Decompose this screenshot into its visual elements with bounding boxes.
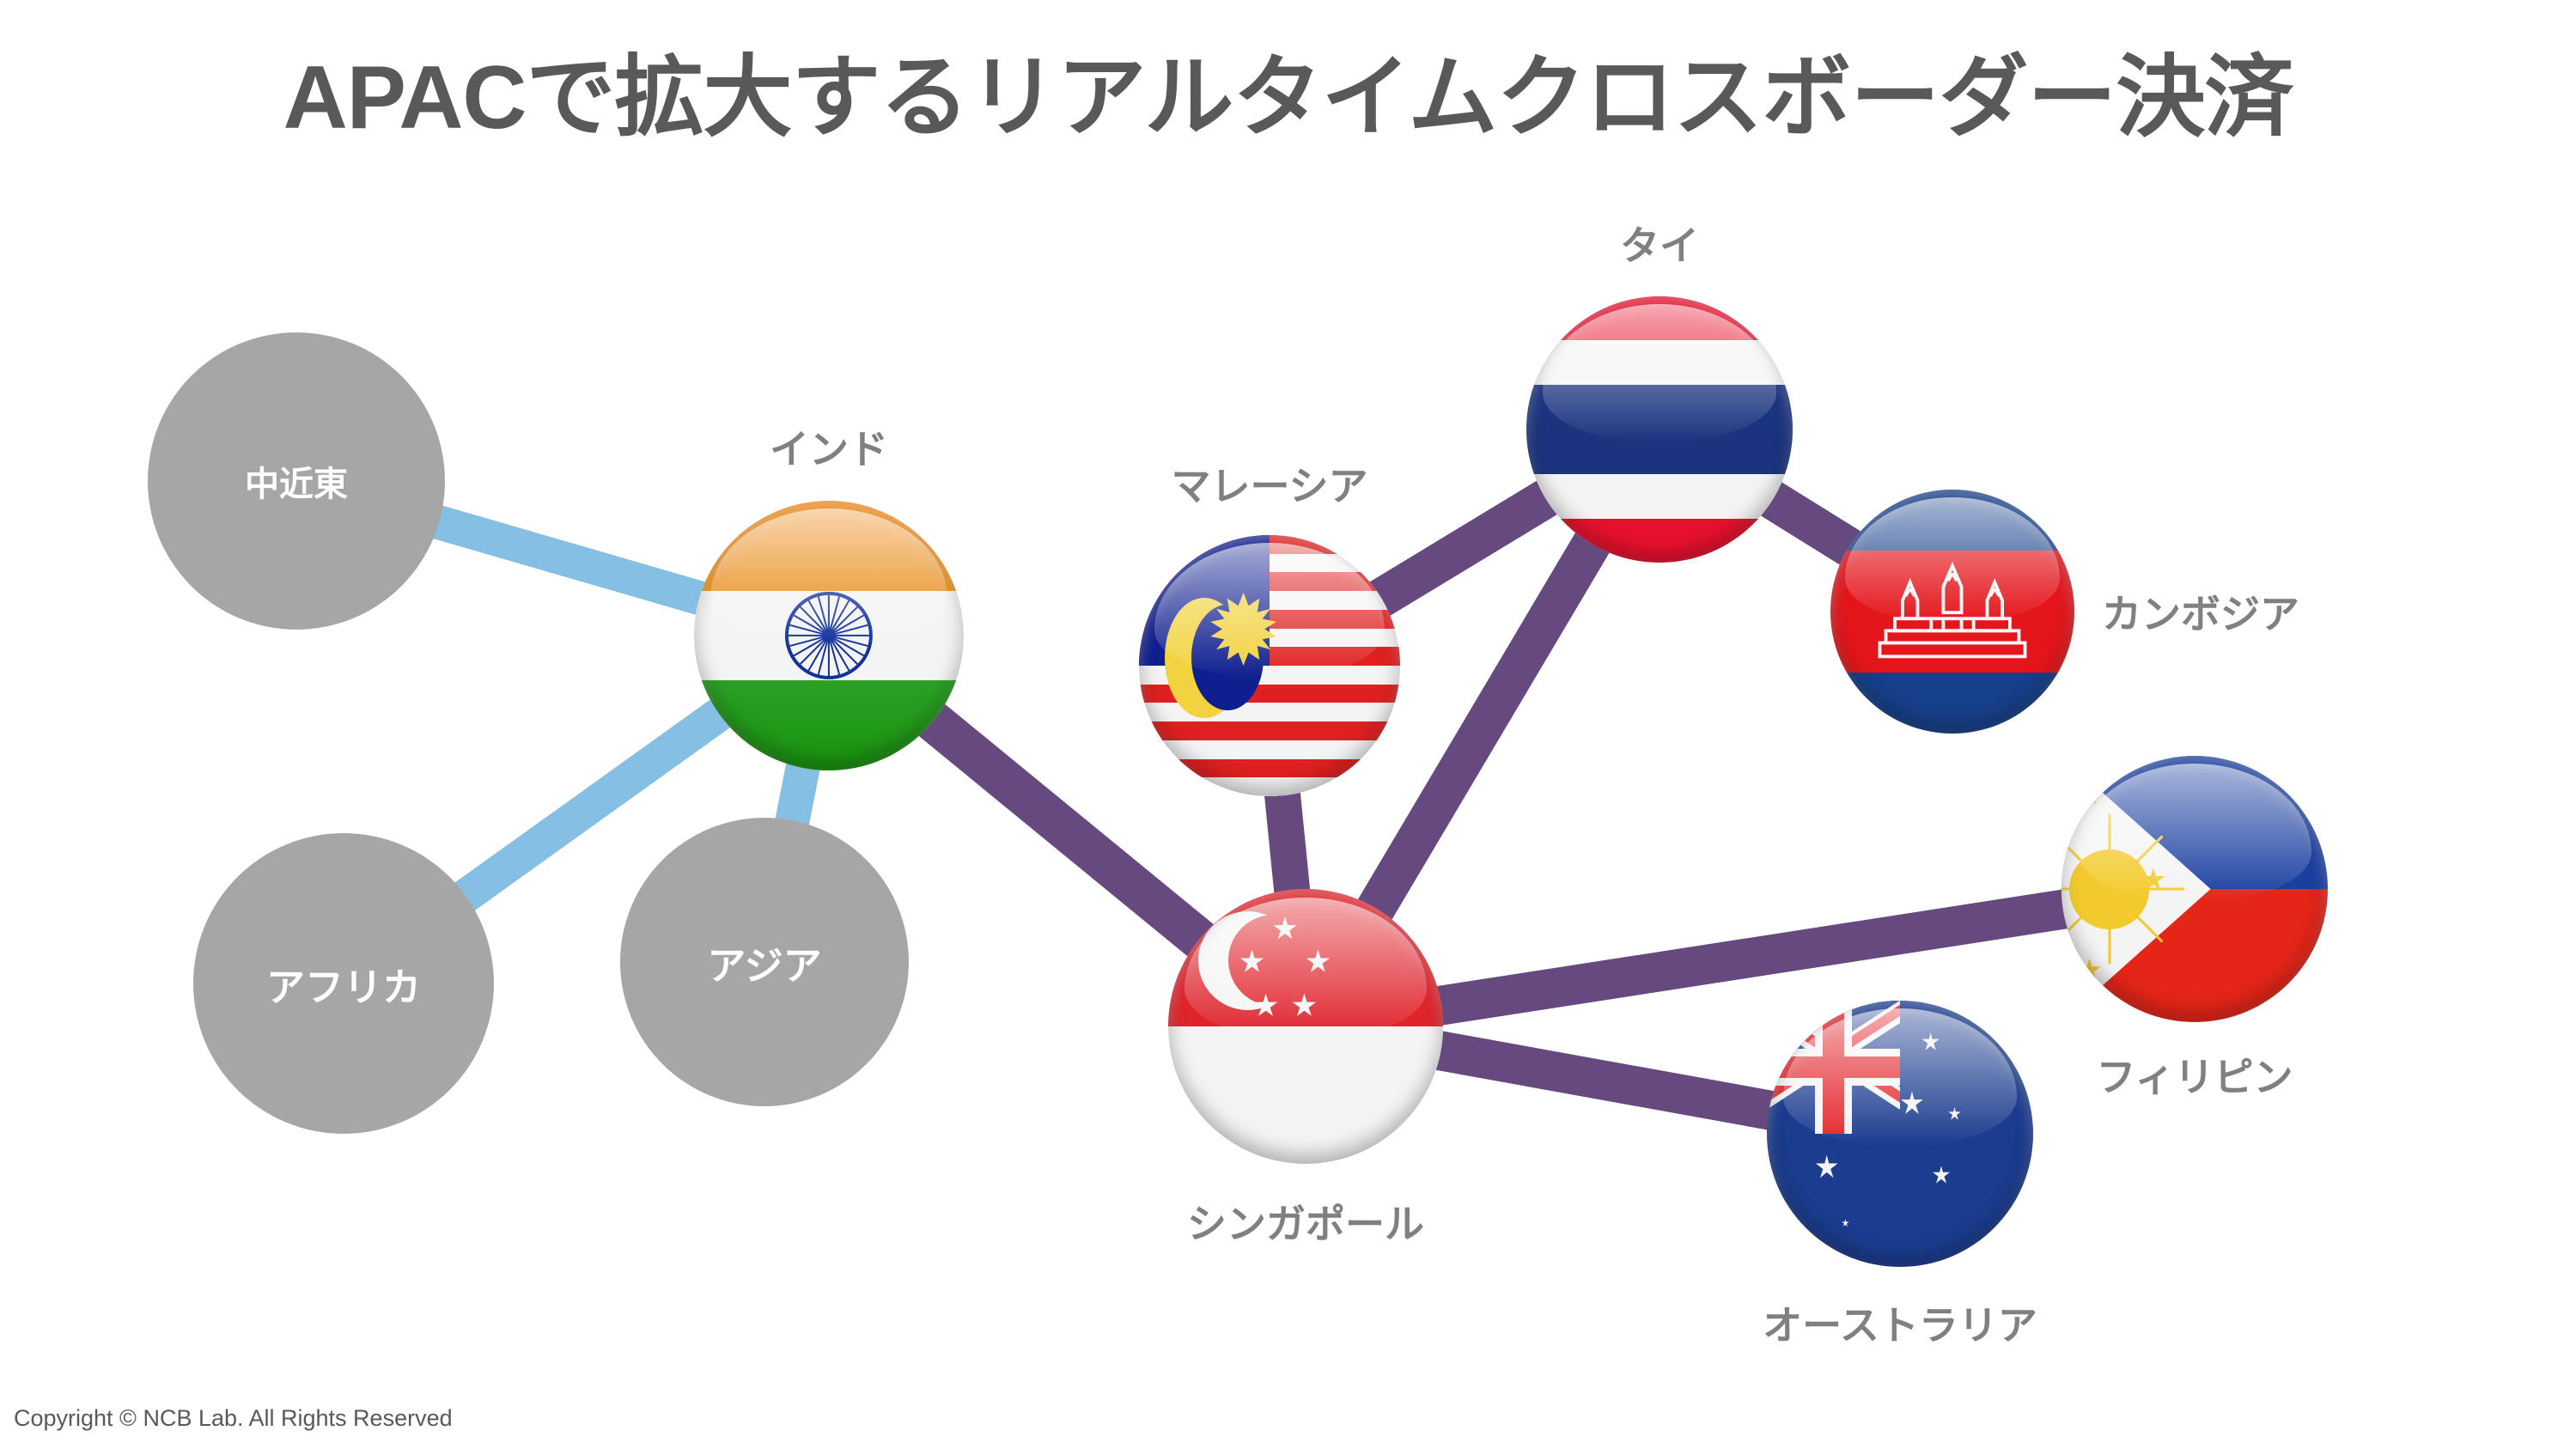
country-node-singapore[interactable]: シンガポール (1168, 889, 1443, 1246)
country-label-philippines: フィリピン (2096, 1055, 2293, 1099)
edge-singapore-philippines (1302, 869, 2198, 1046)
flag-thailand-icon (1526, 296, 1793, 563)
country-label-cambodia: カンボジア (2102, 592, 2299, 636)
region-label-africa: アフリカ (265, 965, 421, 1009)
flag-singapore-icon (1168, 889, 1443, 1164)
angkor-wat-icon (1878, 561, 2027, 659)
flag-cambodia-icon (1830, 490, 2074, 734)
region-label-asia: アジア (707, 943, 822, 988)
page-title: APACで拡大するリアルタイムクロスボーダー決済 (283, 48, 2294, 148)
country-label-singapore: シンガポール (1187, 1202, 1424, 1246)
flag-australia-icon (1767, 1001, 2033, 1267)
region-circle-asia: アジア (620, 818, 909, 1106)
flag-malaysia-icon (1139, 535, 1400, 796)
region-circle-middle-east: 中近東 (148, 332, 445, 630)
copyright-footer: Copyright © NCB Lab. All Rights Reserved (14, 1405, 453, 1431)
region-label-middle-east: 中近東 (245, 466, 348, 503)
region-node-africa[interactable]: アフリカ (193, 833, 494, 1134)
region-node-asia[interactable]: アジア (620, 818, 909, 1106)
country-node-india[interactable]: インド (694, 427, 964, 770)
country-label-malaysia: マレーシア (1171, 464, 1368, 508)
country-node-thailand[interactable]: タイ (1526, 223, 1793, 563)
country-node-malaysia[interactable]: マレーシア (1139, 464, 1400, 796)
country-node-cambodia[interactable]: カンボジア (1830, 490, 2299, 734)
country-node-philippines[interactable]: フィリピン (2061, 756, 2328, 1099)
region-circle-africa: アフリカ (193, 833, 494, 1134)
country-label-australia: オーストラリア (1763, 1303, 2037, 1348)
country-node-australia[interactable]: オーストラリア (1763, 1001, 2037, 1348)
country-label-india: インド (770, 427, 888, 472)
flag-philippines-icon (2061, 756, 2328, 1022)
ashoka-chakra-icon (784, 591, 874, 680)
country-label-thailand: タイ (1620, 223, 1699, 268)
region-node-middle-east[interactable]: 中近東 (148, 332, 445, 630)
flag-india-icon (694, 501, 964, 770)
